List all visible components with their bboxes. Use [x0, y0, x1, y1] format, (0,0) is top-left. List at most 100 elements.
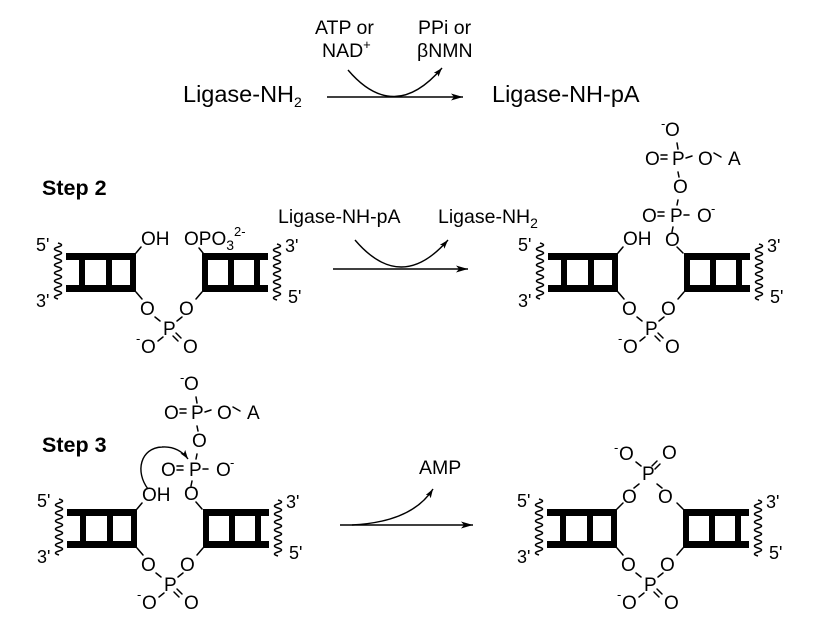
oxygen-atom: O: [183, 337, 198, 358]
strand-break-left-icon: [535, 242, 545, 300]
oxygen-atom: O: [642, 206, 657, 227]
oxygen-atom: O: [622, 487, 637, 508]
oxygen-atom: O: [164, 403, 179, 424]
step1-cofactor-line1: ATP or: [315, 17, 374, 39]
oxygen-atom: O: [658, 487, 673, 508]
label-5-prime: 5': [37, 491, 50, 511]
nucleophilic-attack-arrow: [140, 446, 189, 490]
step3-product-new-phosphodiester: O O P - O O: [614, 440, 684, 510]
step1-product-ligase-nh-pa: Ligase-NH-pA: [492, 81, 640, 107]
strand-break-right-icon: [272, 243, 282, 301]
double-bond: [654, 335, 661, 342]
negative-charge: -: [180, 370, 184, 385]
label-3-prime: 3': [285, 236, 298, 256]
bond: [677, 171, 680, 178]
oxygen-atom: O: [142, 593, 157, 614]
double-bond: [651, 460, 658, 467]
oxygen-atom: O: [623, 337, 638, 358]
step2-reactant-nicked-duplex: 5' 3' 3' 5' OH OPO32- O O P - O O: [36, 224, 301, 358]
oxygen-atom: O: [140, 299, 155, 320]
bond: [639, 336, 646, 342]
bond: [135, 291, 143, 300]
duplex-left-segment: [548, 253, 618, 292]
oxygen-atom: O: [621, 555, 636, 576]
label-3-prime: 3': [36, 291, 49, 311]
duplex-left-segment: [66, 253, 136, 292]
oxygen-atom: O: [141, 555, 156, 576]
step2-arrow-group: Ligase-NH-pA Ligase-NH2: [278, 206, 538, 273]
step2-product-amp-chain: O O P O - O O P O A - O: [642, 116, 741, 254]
step1-curved-arrow: [347, 67, 443, 98]
strand-break-right-icon: [754, 243, 764, 301]
strand-break-left-icon: [53, 242, 63, 300]
oxygen-atom: O: [698, 149, 713, 170]
negative-charge: -: [661, 116, 665, 131]
bond: [135, 246, 142, 254]
step3-arrow-group: AMP: [340, 457, 473, 529]
duplex-right-segment: [683, 509, 749, 548]
bond: [636, 316, 643, 322]
bond: [657, 572, 664, 578]
bond: [136, 502, 143, 510]
label-3-prime: 3': [37, 547, 50, 567]
oxygen-atom: O: [184, 484, 199, 505]
oxygen-atom: O: [184, 374, 199, 395]
oxygen-atom: O: [662, 443, 677, 464]
double-bond: [657, 332, 664, 339]
bond: [617, 246, 624, 254]
adenosine-label: A: [247, 403, 260, 424]
strand-break-right-icon: [753, 499, 763, 557]
oxygen-atom: O: [180, 555, 195, 576]
step2-label: Step 2: [42, 176, 107, 200]
bond: [158, 592, 165, 598]
bond: [136, 547, 144, 556]
bond: [204, 409, 212, 413]
step3-label: Step 3: [42, 433, 107, 457]
phosphorus-atom: P: [672, 149, 685, 170]
bond: [195, 396, 198, 404]
hydroxyl-group: OH: [141, 229, 170, 250]
adenosine-label: A: [728, 149, 741, 170]
bond: [658, 316, 665, 322]
bond: [635, 461, 642, 467]
strand-break-left-icon: [534, 498, 544, 556]
phosphorus-atom: P: [645, 319, 658, 340]
step3-released-amp: AMP: [419, 457, 461, 479]
bond: [656, 483, 663, 489]
bond: [638, 592, 645, 598]
bond: [157, 336, 164, 342]
bond: [677, 291, 685, 300]
bond: [676, 547, 684, 556]
oxygen-atom: O: [179, 299, 194, 320]
step1-byproduct-line1: PPi or: [418, 17, 472, 39]
step2-product-adenylated-duplex: 5' 3' 3' 5' OH O O P - O O: [518, 229, 783, 358]
step3-curved-arrow: [351, 488, 434, 526]
step3-reactant-amp-chain: O O P O - O O P O A - O: [161, 370, 260, 510]
step2-released: Ligase-NH2: [438, 206, 538, 231]
label-3-prime: 3': [766, 492, 779, 512]
phosphorus-atom: P: [191, 403, 204, 424]
oxygen-atom: O: [622, 593, 637, 614]
bond: [195, 291, 203, 300]
step1-reactant-ligase-nh2: Ligase-NH2: [183, 81, 302, 110]
bond: [617, 291, 625, 300]
strand-break-right-icon: [273, 499, 283, 557]
hydroxyl-group: OH: [142, 485, 171, 506]
five-prime-phosphate: OPO32-: [184, 224, 246, 253]
bond: [616, 502, 624, 510]
label-5-prime: 5': [288, 287, 301, 307]
double-bond: [175, 332, 182, 339]
bond: [196, 425, 199, 432]
negative-charge: -: [614, 440, 618, 455]
label-3-prime: 3': [518, 291, 531, 311]
oxygen-atom: O: [665, 230, 680, 251]
bond: [713, 152, 722, 158]
oxygen-atom: O: [665, 337, 680, 358]
label-5-prime: 5': [518, 235, 531, 255]
bond: [198, 247, 204, 254]
bond: [635, 572, 642, 578]
label-5-prime: 5': [289, 543, 302, 563]
oxygen-atom: O: [660, 555, 675, 576]
double-bond: [176, 588, 183, 595]
